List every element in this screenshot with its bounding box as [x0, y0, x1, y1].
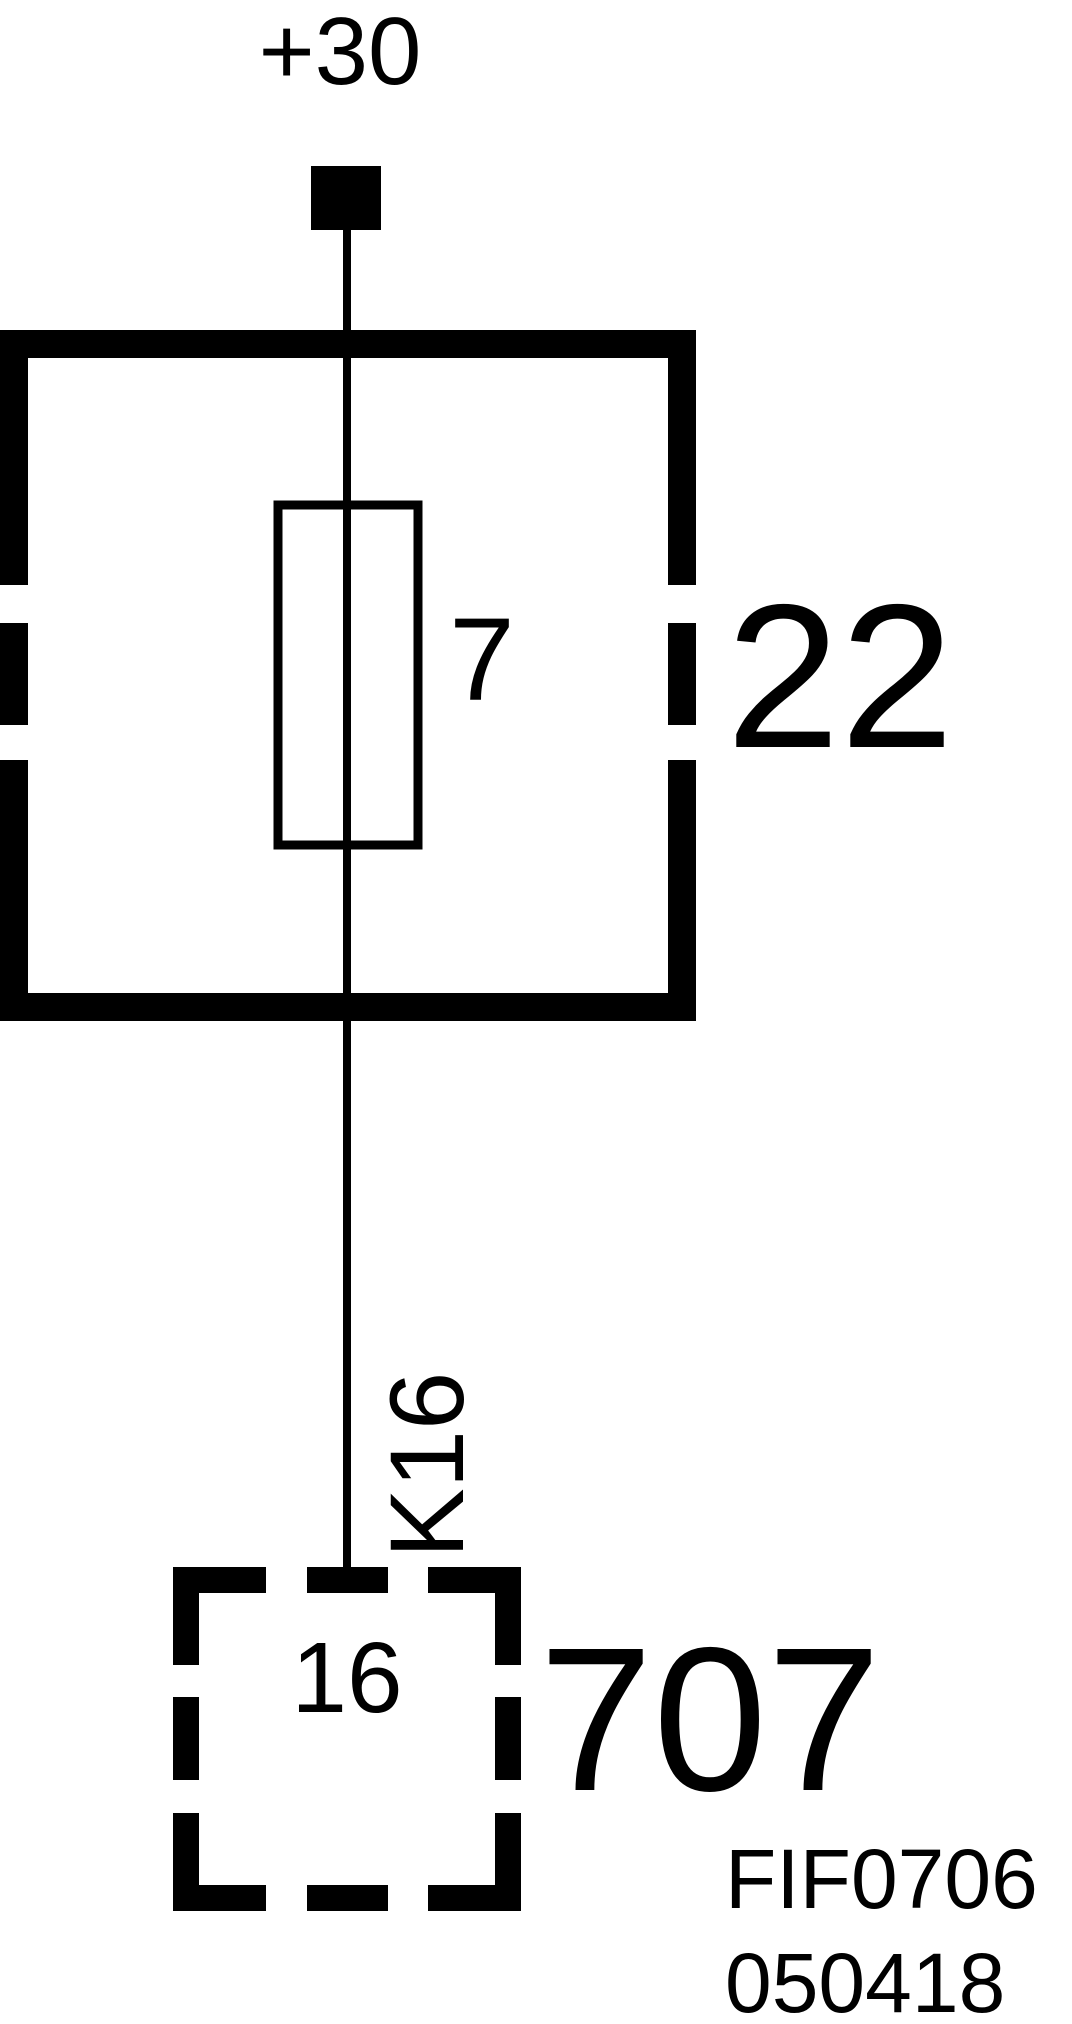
connector-pin-number: 16 [291, 1622, 402, 1734]
connector-outline [173, 1567, 521, 1911]
fuse-element [273, 500, 423, 850]
supply-terminal [311, 166, 381, 230]
figure-code: FIF0706 [725, 1832, 1038, 1926]
fuse-box-outline [0, 330, 696, 1021]
wire-code: K16 [369, 1372, 486, 1559]
connector-number: 707 [539, 1605, 881, 1834]
supply-label: +30 [259, 0, 422, 105]
figure-date: 050418 [725, 1936, 1005, 2024]
fuse-box-number: 22 [726, 562, 954, 791]
fuse-number: 7 [449, 594, 515, 726]
